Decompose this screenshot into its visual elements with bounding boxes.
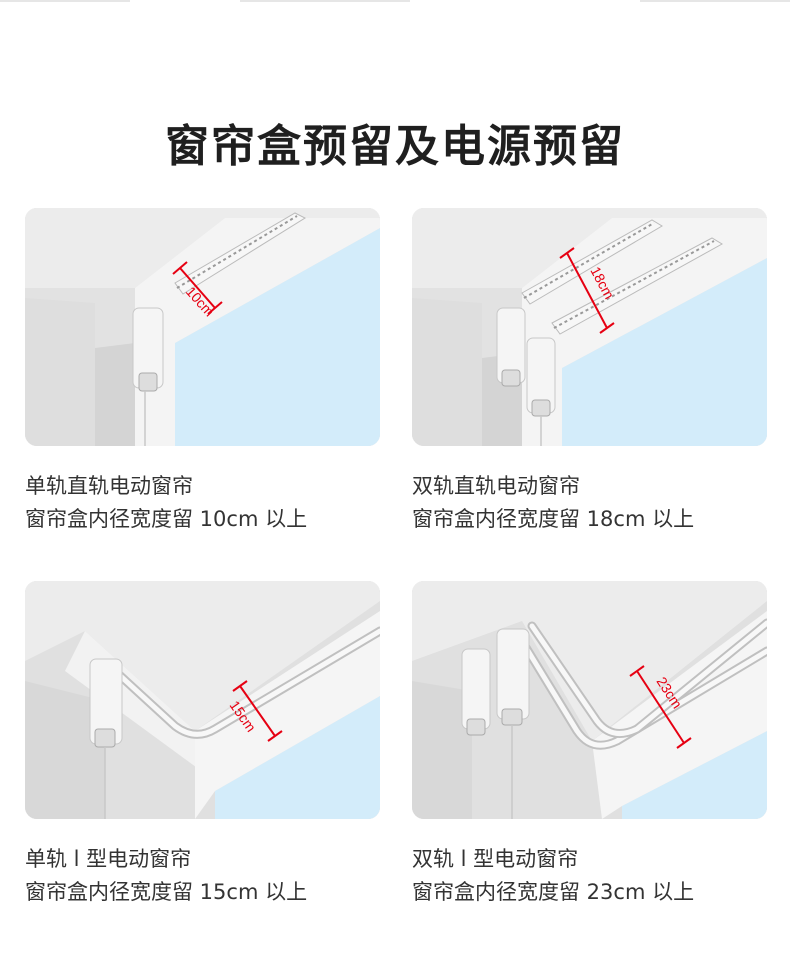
motor-unit-2 — [496, 628, 530, 819]
motor-unit-1 — [496, 307, 526, 387]
panel-single-straight-caption: 单轨直轨电动窗帘 窗帘盒内径宽度留 10cm 以上 — [25, 470, 385, 536]
measurement-marker — [232, 680, 283, 742]
window-glass — [215, 696, 380, 819]
page-title: 窗帘盒预留及电源预留 — [165, 121, 625, 172]
curtain-track — [174, 212, 307, 295]
caption-line1: 双轨 l 型电动窗帘 — [412, 847, 579, 871]
curtain-track — [110, 626, 380, 739]
curtain-track-back — [527, 618, 767, 738]
panel-double-straight-caption: 双轨直轨电动窗帘 窗帘盒内径宽度留 18cm 以上 — [412, 470, 772, 536]
panel-single-l-image: 15cm — [25, 581, 380, 819]
caption-line2: 窗帘盒内径宽度留 10cm 以上 — [25, 507, 308, 531]
panel-single-straight-image: 10cm — [25, 208, 380, 446]
motor-unit-2 — [526, 337, 556, 446]
motor-unit — [132, 307, 164, 446]
curtain-track-back — [551, 237, 723, 335]
caption-line1: 单轨直轨电动窗帘 — [25, 474, 193, 498]
curtain-track-front — [517, 636, 767, 750]
motor-unit — [89, 658, 123, 819]
caption-line2: 窗帘盒内径宽度留 15cm 以上 — [25, 880, 308, 904]
measurement-marker — [172, 261, 223, 315]
top-divider — [0, 0, 790, 3]
panel-double-l-image: 23cm — [412, 581, 767, 819]
window-glass — [622, 731, 767, 819]
caption-line2: 窗帘盒内径宽度留 18cm 以上 — [412, 507, 695, 531]
motor-unit-1 — [461, 648, 491, 736]
measurement-marker — [559, 247, 615, 334]
panel-double-straight-image: 18cm — [412, 208, 767, 446]
measurement-marker — [629, 665, 692, 749]
panel-double-l-caption: 双轨 l 型电动窗帘 窗帘盒内径宽度留 23cm 以上 — [412, 843, 772, 909]
caption-line1: 单轨 l 型电动窗帘 — [25, 847, 192, 871]
window-glass — [175, 228, 380, 446]
caption-line2: 窗帘盒内径宽度留 23cm 以上 — [412, 880, 695, 904]
window-glass — [562, 258, 767, 446]
curtain-track-front — [521, 219, 663, 305]
caption-line1: 双轨直轨电动窗帘 — [412, 474, 580, 498]
panel-single-l-caption: 单轨 l 型电动窗帘 窗帘盒内径宽度留 15cm 以上 — [25, 843, 385, 909]
